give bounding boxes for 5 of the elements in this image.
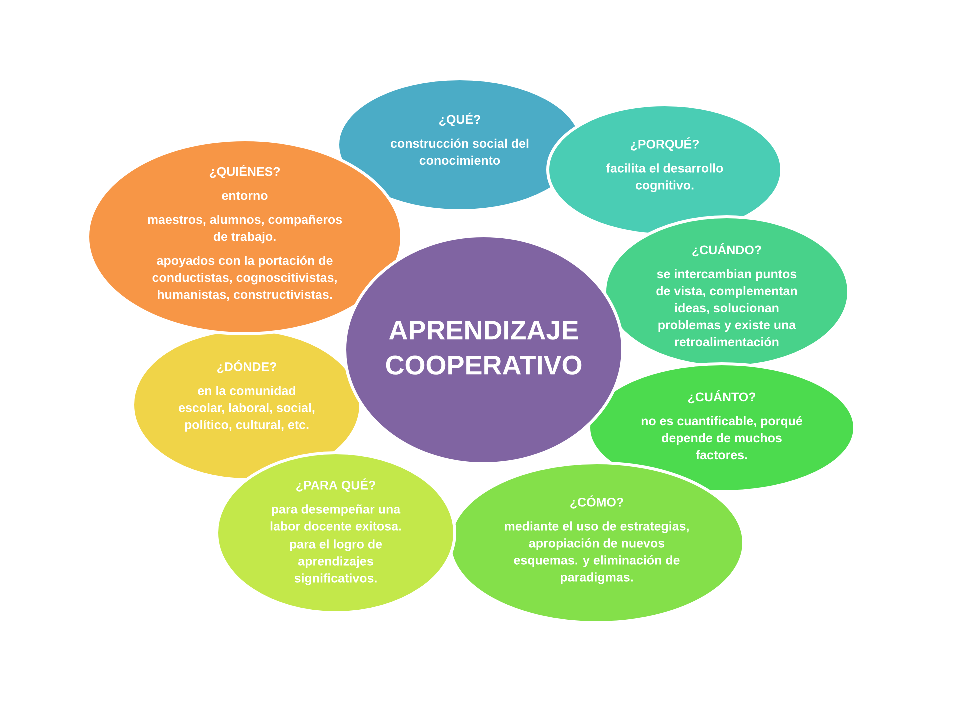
bubble: ¿CUÁNDO? se intercambian puntos de vista, complementan ideas, solucionan problemas y existe una retroalimentación: [604, 215, 850, 368]
bubble: ¿PARA QUÉ? para desempeñar una labor docente exitosa. para el logro de aprendizajes significativos.: [216, 451, 456, 614]
bubble: ¿CUÁNTO? no es cuantificable, porqué depende de muchos factores.: [588, 362, 856, 494]
bubble: ¿PORQUÉ? facilita el desarrollo cognitivo.: [546, 103, 784, 236]
bubble: ¿CÓMO? mediante el uso de estrategias, apropiación de nuevos esquemas. y eliminación de paradigmas.: [448, 461, 746, 624]
